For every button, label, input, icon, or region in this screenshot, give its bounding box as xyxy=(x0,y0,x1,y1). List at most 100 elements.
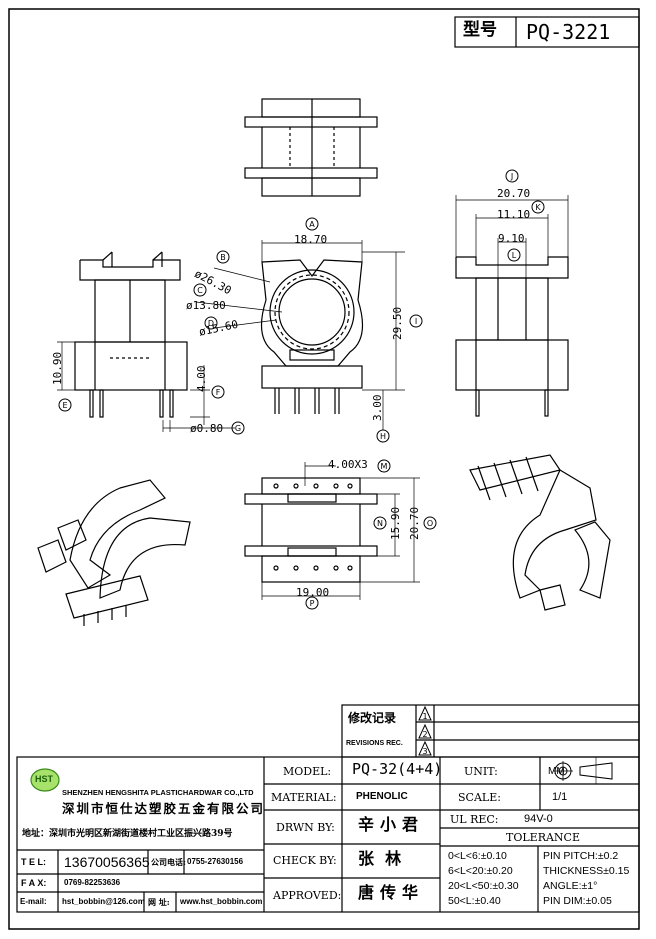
unit-value: MM xyxy=(548,766,565,777)
dim-j-value: 20.70 xyxy=(497,187,531,200)
dim-marker-g: G xyxy=(231,421,245,435)
svg-text:B: B xyxy=(220,253,226,262)
dim-marker-f: F xyxy=(211,385,225,399)
svg-text:J: J xyxy=(510,172,513,181)
revision-triangles: 1 2 3 xyxy=(418,705,432,756)
ul-value: 94V-0 xyxy=(524,813,553,825)
revisions-label-cn: 修改记录 xyxy=(348,711,397,725)
tel-label: T E L: xyxy=(21,857,46,867)
svg-text:N: N xyxy=(377,519,383,528)
tolerance-label: TOLERANCE xyxy=(506,831,580,844)
scale-label: SCALE: xyxy=(458,791,501,804)
tolerance-right-3: ANGLE:±1° xyxy=(543,880,598,892)
dim-p-value: 19.00 xyxy=(296,586,330,599)
dim-marker-i: I xyxy=(409,314,423,328)
dim-c-value: ø13.80 xyxy=(186,299,226,312)
check-label: CHECK BY: xyxy=(273,854,337,867)
svg-text:D: D xyxy=(208,319,214,328)
front-view xyxy=(195,240,405,430)
dim-i-value: 29.50 xyxy=(391,306,404,340)
office-tel-label: 公司电话: xyxy=(151,857,186,867)
web-label: 网 址: xyxy=(148,897,170,907)
revisions-label-en: REVISIONS REC. xyxy=(346,740,403,747)
model-value: PQ-32(4+4) xyxy=(352,760,443,778)
tolerance-right-2: THICKNESS±0.15 xyxy=(543,865,630,877)
tolerance-left-4: 50<L:±0.40 xyxy=(448,895,501,907)
iso-view-left xyxy=(37,479,191,626)
dim-e-value: 10.90 xyxy=(51,351,64,385)
dim-o-value: 20.70 xyxy=(408,506,421,540)
ul-label: UL REC: xyxy=(450,813,499,826)
dim-n-value: 15.90 xyxy=(389,506,402,540)
dim-marker-c: C xyxy=(193,283,207,297)
dim-h-value: 3.00 xyxy=(371,394,384,422)
dim-k-value: 11.10 xyxy=(497,208,531,221)
email-value[interactable]: hst_bobbin@126.com xyxy=(62,897,145,906)
fax-value: 0769-82253636 xyxy=(64,878,121,887)
unit-label: UNIT: xyxy=(464,765,498,778)
dim-marker-k: K xyxy=(531,200,545,214)
material-value: PHENOLIC xyxy=(356,791,408,802)
fax-label: F A X: xyxy=(21,878,47,888)
svg-text:F: F xyxy=(216,388,221,397)
title-block xyxy=(16,704,640,913)
dim-g-value: ø0.80 xyxy=(190,422,224,435)
office-tel-value: 0755-27630156 xyxy=(187,857,244,866)
scale-value: 1/1 xyxy=(552,791,568,803)
check-value: 张 林 xyxy=(358,849,402,868)
dim-m-value: 4.00X3 xyxy=(328,458,368,471)
dim-marker-n: N xyxy=(373,516,387,530)
tolerance-right-4: PIN DIM:±0.05 xyxy=(543,895,612,907)
svg-text:I: I xyxy=(415,317,417,326)
drawn-label: DRWN BY: xyxy=(276,821,335,834)
svg-text:M: M xyxy=(381,462,388,471)
company-name-en: SHENZHEN HENGSHITA PLASTICHARDWAR CO.,LT… xyxy=(62,788,254,797)
svg-text:A: A xyxy=(309,220,315,229)
dim-marker-e: E xyxy=(58,398,72,412)
svg-text:O: O xyxy=(427,519,433,528)
company-name-cn: 深圳市恒仕达塑胶五金有限公司 xyxy=(62,801,266,816)
dim-f-value: 4.00 xyxy=(195,365,208,393)
dim-marker-b: B xyxy=(216,250,230,264)
dim-marker-d: D xyxy=(204,316,218,330)
drawn-value: 辛小君 xyxy=(358,815,425,834)
iso-view-right xyxy=(469,454,611,611)
dim-a-value: 18.70 xyxy=(294,233,328,246)
svg-text:L: L xyxy=(512,251,517,260)
part-number: PQ-3221 xyxy=(526,20,611,44)
company-logo xyxy=(30,768,60,792)
tel-value: 13670056365 xyxy=(64,854,150,870)
logo-text: HST xyxy=(35,774,53,784)
sheet-border xyxy=(8,8,640,930)
header-box xyxy=(454,16,640,48)
email-label: E-mail: xyxy=(20,897,47,906)
tolerance-left-1: 0<L<6:±0.10 xyxy=(448,850,507,862)
approved-label: APPROVED: xyxy=(273,889,342,902)
dim-marker-o: O xyxy=(423,516,437,530)
right-side-view xyxy=(455,195,569,417)
dim-l-value: 9.10 xyxy=(498,232,525,245)
dim-marker-l: L xyxy=(507,248,521,262)
svg-text:K: K xyxy=(535,203,541,212)
dim-marker-p: P xyxy=(305,596,319,610)
revision-mark-3: 3 xyxy=(422,747,427,756)
model-label: MODEL: xyxy=(283,765,332,778)
dim-marker-m: M xyxy=(377,459,391,473)
approved-value: 唐传华 xyxy=(358,883,425,902)
dim-marker-h: H xyxy=(376,429,390,443)
web-value[interactable]: www.hst_bobbin.com xyxy=(180,897,263,906)
left-side-view xyxy=(57,251,235,432)
svg-text:P: P xyxy=(310,599,315,608)
svg-text:G: G xyxy=(235,424,241,433)
dim-marker-a: A xyxy=(305,217,319,231)
bottom-view xyxy=(244,462,420,600)
dim-markers: A B C D E F G H I J K L M N O P xyxy=(58,169,545,610)
type-label: 型号 xyxy=(463,20,497,40)
revision-mark-2: 2 xyxy=(422,730,427,739)
tolerance-right-1: PIN PITCH:±0.2 xyxy=(543,850,619,862)
material-label: MATERIAL: xyxy=(271,791,337,804)
svg-text:E: E xyxy=(62,401,67,410)
dim-marker-j: J xyxy=(505,169,519,183)
tolerance-left-3: 20<L<50:±0.30 xyxy=(448,880,519,892)
